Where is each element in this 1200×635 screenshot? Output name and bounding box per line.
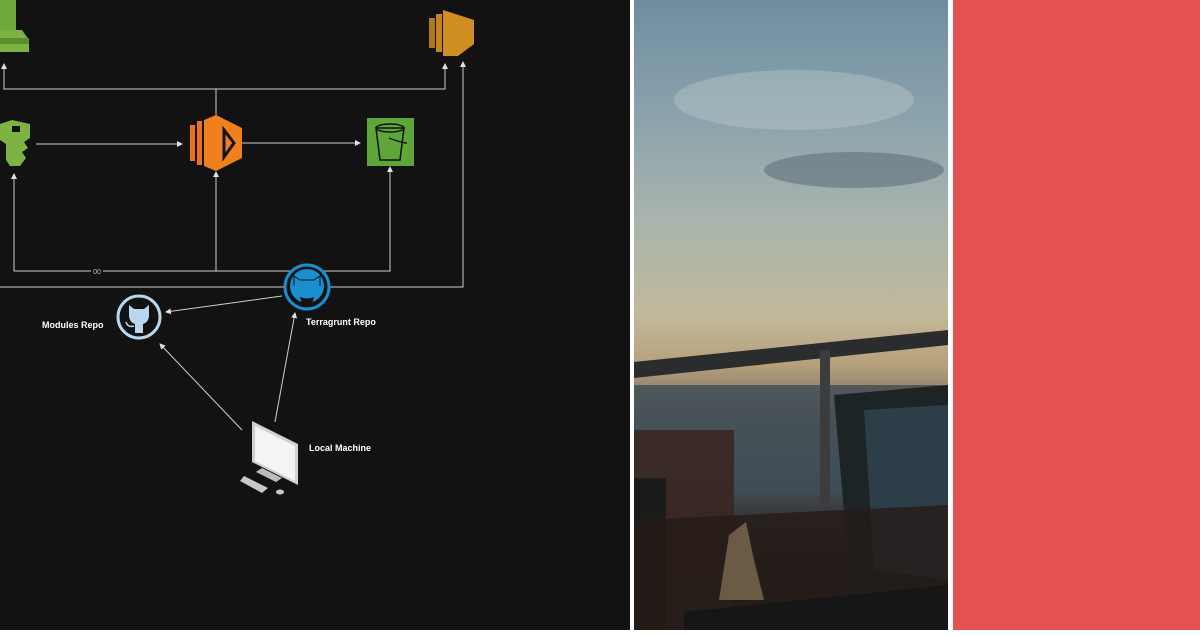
edge-terragrunt-to-kms [11,173,216,272]
modules-repo-label: Modules Repo [42,320,104,330]
aws-s3-bucket-icon [367,118,414,166]
edge-terragrunt-to-s3 [216,166,393,272]
aws-ec2-orange-icon [429,10,474,56]
aws-kms-key-icon [0,120,30,166]
local-machine-label: Local Machine [309,443,371,453]
desktop-computer-icon [240,421,298,495]
edge-terragrunt-to-top-right [0,62,463,288]
edge-lambda-to-top-right [216,63,448,90]
architecture-diagram: 00 Modules Repo Terragrunt Re [0,0,630,630]
sunset-railing-photo [634,0,948,630]
edge-terragrunt-to-modules [165,295,283,315]
github-icon [283,263,331,311]
diagram-canvas: 00 Modules Repo Terragrunt Re [0,0,474,495]
edge-label: 00 [93,269,101,276]
accent-panel [953,0,1200,630]
photo-scene [634,70,948,630]
edge-local-to-terragrunt [274,312,298,423]
aws-lambda-icon [190,115,242,171]
edge-lambda-to-top-left [0,63,217,120]
edge-local-to-modules [159,343,243,431]
github-icon [116,294,162,340]
terragrunt-repo-label: Terragrunt Repo [306,317,376,327]
aws-green-service-icon [0,0,29,52]
edges: 00 [0,62,463,431]
